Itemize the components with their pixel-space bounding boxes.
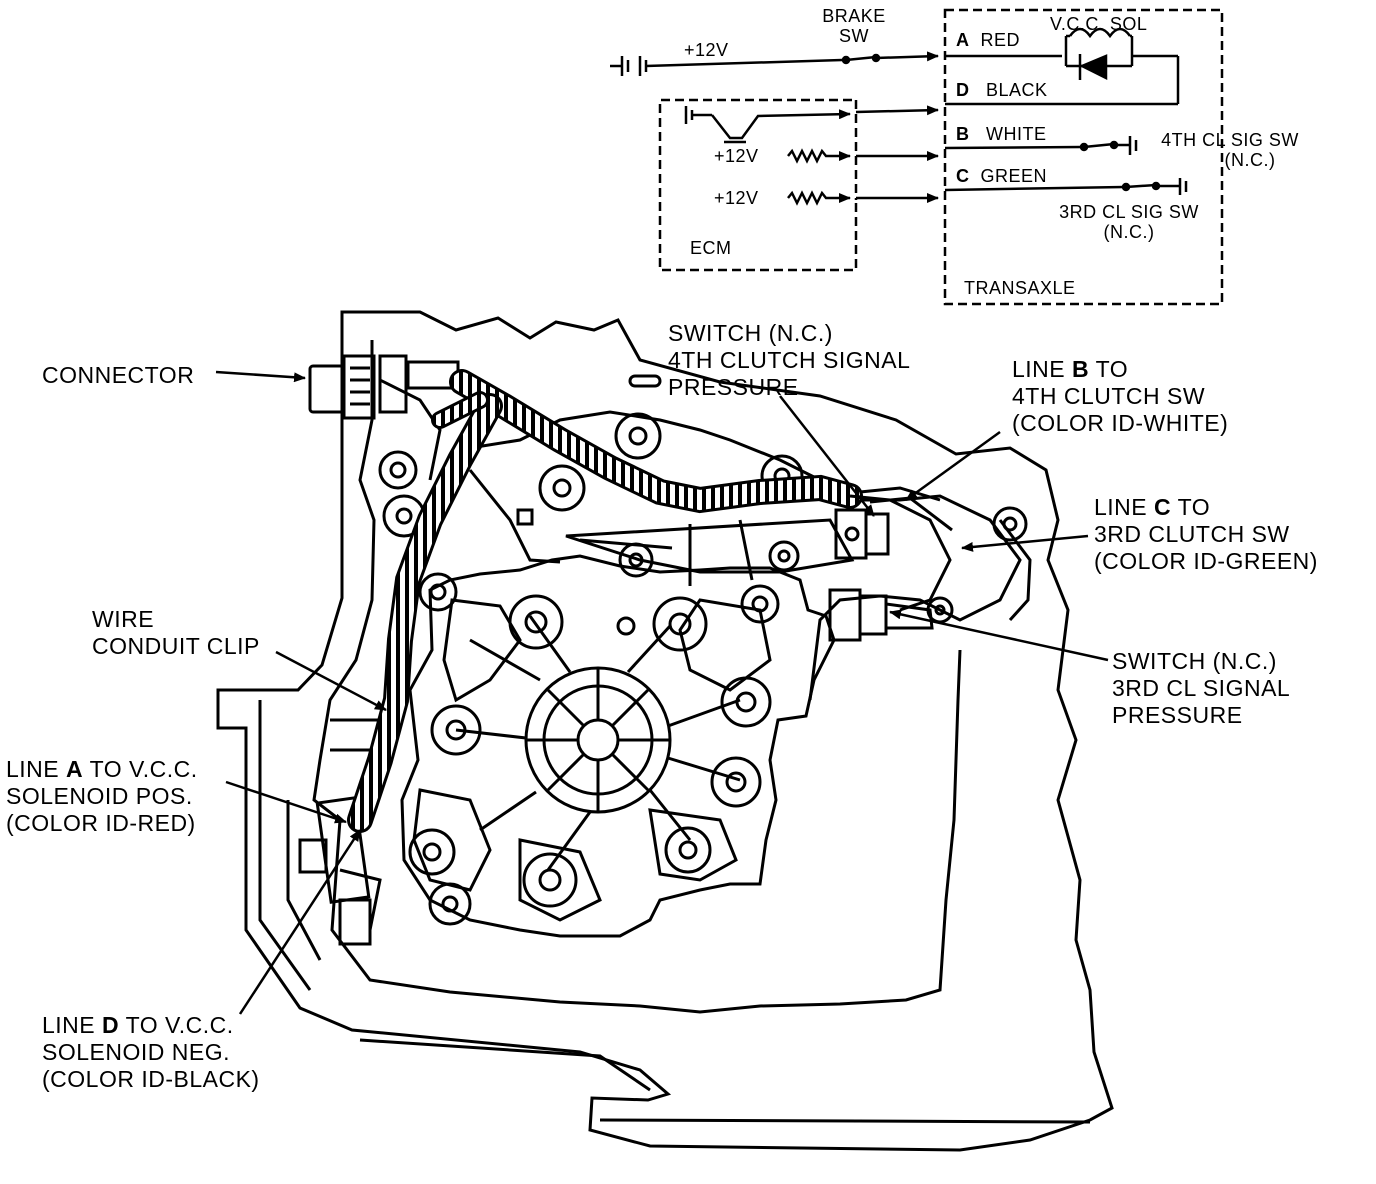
transaxle-case-illustration (216, 310, 1114, 1152)
wire-clip-label: WIRE CONDUIT CLIP (92, 606, 260, 659)
leader-connector (215, 370, 306, 383)
line-c-label: LINE C TO 3RD CLUTCH SW (COLOR ID-GREEN) (1094, 494, 1318, 574)
wire-conduits (347, 369, 953, 833)
wire-ecm-to-pin-d (855, 105, 939, 116)
wire-to-pin-a (875, 51, 939, 62)
vcc-solenoid-connector (298, 796, 372, 946)
pin-b-label: B WHITE (956, 124, 1047, 144)
callout-leaders (215, 370, 1109, 1015)
wiring-schematic (610, 8, 1224, 306)
transaxle-label: TRANSAXLE (964, 278, 1076, 298)
third-switch-label: 3RD CL SIG SW (N.C.) (1059, 202, 1199, 242)
leader-line-a (225, 780, 347, 824)
leader-switch-4th (779, 395, 875, 517)
leader-line-b (905, 430, 1001, 502)
fourth-clutch-pressure-switch (834, 508, 890, 560)
connector-label: CONNECTOR (42, 362, 195, 388)
ecm-box (658, 98, 858, 272)
transaxle-box (943, 8, 1224, 306)
pin-c-label: C GREEN (956, 166, 1048, 186)
supply-wire (645, 58, 843, 68)
leader-line-c (961, 534, 1089, 552)
pin-a-label: A RED (956, 30, 1021, 50)
ecm-resistor-1-icon (787, 148, 851, 164)
battery-ground-icon (610, 56, 648, 76)
case-inner-outline (312, 340, 962, 1014)
leader-line-d (238, 829, 362, 1015)
line-d-label: LINE D TO V.C.C. SOLENOID NEG. (COLOR ID… (42, 1012, 260, 1092)
leader-wire-clip (275, 650, 387, 712)
third-clutch-switch-icon (944, 178, 1188, 195)
brake-switch-icon (841, 53, 881, 65)
ecm-supply-1-label: +12V (714, 146, 759, 166)
leader-switch-3rd (889, 609, 1109, 662)
third-clutch-pressure-switch (828, 588, 934, 642)
switch-4th-label: SWITCH (N.C.) 4TH CLUTCH SIGNAL PRESSURE (668, 320, 911, 400)
line-b-label: LINE B TO 4TH CLUTCH SW (COLOR ID-WHITE) (1012, 356, 1229, 436)
ecm-label: ECM (690, 238, 732, 258)
ecm-resistor-2-icon (787, 190, 851, 206)
supply-label: +12V (684, 40, 729, 60)
fourth-clutch-switch-icon (944, 136, 1138, 155)
fourth-switch-label: 4TH CL SIG SW (N.C.) (1161, 130, 1299, 170)
case-outline (216, 310, 1114, 1152)
pin-d-label: D BLACK (956, 80, 1048, 100)
transaxle-connector (308, 354, 460, 420)
switch-3rd-label: SWITCH (N.C.) 3RD CL SIGNAL PRESSURE (1112, 648, 1291, 728)
vcc-solenoid-label: V.C.C. SOL (1050, 14, 1148, 34)
brake-switch-label: BRAKE SW (822, 6, 886, 46)
ecm-ground-icon (684, 106, 851, 144)
vcc-solenoid-icon (945, 27, 1180, 106)
line-a-label: LINE A TO V.C.C. SOLENOID POS. (COLOR ID… (6, 756, 198, 836)
ecm-supply-2-label: +12V (714, 188, 759, 208)
